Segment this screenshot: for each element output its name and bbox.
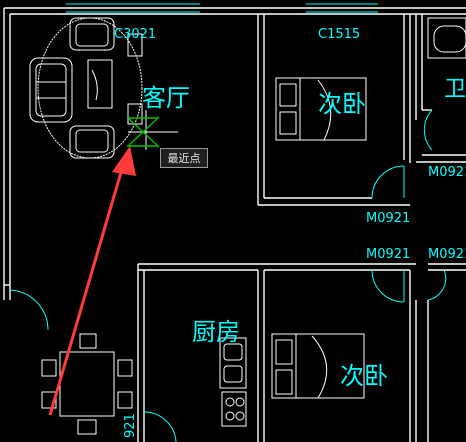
- door-label-3: M0921: [366, 247, 410, 262]
- bathtub: [427, 17, 466, 59]
- window-label-top-mid: C1515: [318, 27, 360, 42]
- sofa-set: [29, 17, 143, 159]
- door-label-4: M0921: [428, 247, 466, 262]
- room-label-bath: 卫: [444, 77, 466, 102]
- bed-bedroom-2: [271, 333, 365, 399]
- dining-set: [41, 333, 133, 435]
- kitchen-fixtures: [219, 337, 247, 427]
- room-label-bedroom-1: 次卧: [318, 90, 366, 118]
- bed-bedroom-1: [275, 77, 367, 141]
- door-swings: [9, 109, 447, 442]
- room-label-kitchen: 厨房: [192, 318, 240, 346]
- door-label-2: M0921: [366, 211, 410, 226]
- walls: [3, 7, 466, 442]
- snap-marker: [126, 110, 178, 150]
- snap-tooltip: 最近点: [160, 148, 208, 168]
- vertical-label-partial: 921: [123, 413, 138, 438]
- room-label-living: 客厅: [142, 84, 190, 112]
- red-arrow: [48, 146, 136, 416]
- room-label-bedroom-2: 次卧: [340, 362, 388, 390]
- door-label-1: M0921: [428, 165, 466, 180]
- window-label-top-left: C3021: [114, 27, 156, 42]
